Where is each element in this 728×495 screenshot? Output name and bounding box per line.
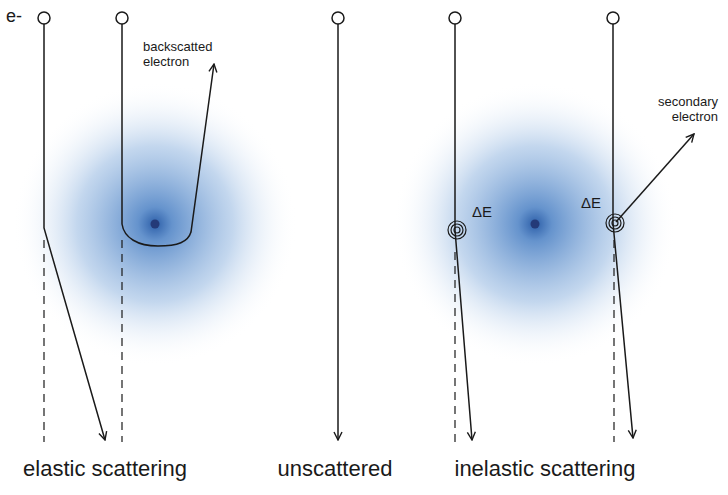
energy-loss-ring — [612, 220, 618, 226]
electron-source — [449, 12, 461, 24]
backscatter-label: backscatted electron — [143, 40, 207, 70]
electron-path — [455, 24, 472, 440]
reference-line — [454, 252, 455, 442]
energy-loss-label: ΔE — [581, 194, 607, 211]
electron-source — [38, 12, 50, 24]
energy-loss-label: ΔE — [472, 203, 502, 220]
reference-line — [613, 240, 614, 442]
electron-path — [44, 24, 105, 440]
category-label: elastic scattering — [5, 456, 205, 481]
secondary-electron-path — [616, 134, 694, 222]
energy-loss-ring — [454, 227, 460, 233]
reference-line — [43, 240, 44, 442]
electron-source — [116, 12, 128, 24]
energy-loss-ring — [448, 221, 466, 239]
energy-loss-ring — [609, 217, 621, 229]
electron-label: e- — [6, 6, 36, 27]
atom-cloud — [13, 82, 297, 366]
atom-cloud — [393, 82, 677, 366]
electron-path — [613, 24, 633, 438]
energy-loss-ring — [606, 214, 624, 232]
reference-line — [121, 240, 122, 442]
nucleus — [531, 220, 540, 229]
category-label: unscattered — [255, 456, 415, 481]
electron-path — [122, 24, 214, 246]
electron-source — [607, 12, 619, 24]
energy-loss-ring — [451, 224, 463, 236]
nucleus — [151, 220, 160, 229]
electron-path — [337, 24, 339, 440]
electron-source — [332, 12, 344, 24]
category-label: inelastic scattering — [435, 456, 655, 481]
secondary-label: secondary electron — [650, 95, 718, 125]
